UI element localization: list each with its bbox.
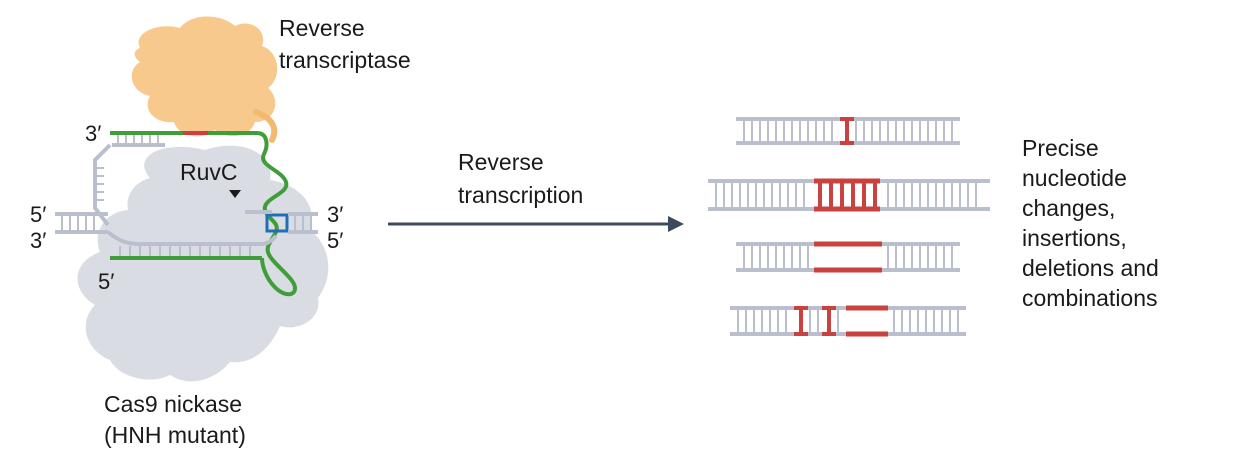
deletion-edit — [814, 241, 882, 273]
arrow-label-line2: transcription — [458, 182, 583, 208]
substitution-edit — [840, 117, 854, 145]
end-bottom-left: 5′ — [98, 269, 114, 294]
prime-editor-complex: Reverse transcriptase RuvC 3′ 5′ 3′ 3′ 5… — [30, 15, 411, 448]
end-mid-right-bottom: 5′ — [327, 228, 343, 253]
duplex-left-rungs — [61, 216, 95, 230]
outcome-label-line2: nucleotide — [1022, 165, 1127, 191]
insertion-edit — [814, 178, 880, 212]
rt-label-line1: Reverse — [279, 15, 365, 41]
top-strand-rungs — [117, 135, 159, 143]
rt-linker — [253, 109, 278, 143]
end-mid-left-top: 5′ — [30, 202, 46, 227]
ruvc-nick-marker — [229, 190, 241, 198]
end-top-left: 3′ — [85, 121, 101, 146]
rt-label-line2: transcriptase — [279, 47, 411, 73]
outcome-label-line1: Precise — [1022, 135, 1099, 161]
outcome-label-line4: insertions, — [1022, 225, 1127, 251]
end-mid-right-top: 3′ — [327, 202, 343, 227]
cas9-label-line1: Cas9 nickase — [104, 391, 242, 417]
arrow-head-icon — [668, 216, 684, 232]
arrow-label-line1: Reverse — [458, 149, 544, 175]
outcome-insertion — [708, 178, 990, 212]
displaced-strand-rungs — [97, 167, 104, 201]
outcome-label-line5: deletions and — [1022, 255, 1159, 281]
outcome-label-line6: combinations — [1022, 285, 1158, 311]
outcome-combination — [730, 305, 966, 337]
duplex-path-through — [106, 230, 278, 246]
reverse-transcription-arrow: Reverse transcription — [388, 149, 684, 232]
combination-edit — [794, 305, 888, 337]
outcome-deletion — [736, 241, 960, 273]
duplex-right-rungs — [294, 216, 312, 230]
cas9-label-line2: (HNH mutant) — [104, 422, 246, 448]
pbs-clamp — [265, 213, 289, 233]
spacer-rungs — [119, 246, 251, 256]
outcome-label-line3: changes, — [1022, 195, 1115, 221]
end-mid-left-bottom: 3′ — [30, 228, 46, 253]
reverse-transcriptase-blob — [131, 16, 278, 137]
edit-outcomes: Precise nucleotide changes, insertions, … — [708, 117, 1159, 337]
ruvc-label: RuvC — [180, 159, 238, 185]
displaced-strand — [93, 143, 112, 227]
outcome-substitution — [736, 117, 960, 145]
